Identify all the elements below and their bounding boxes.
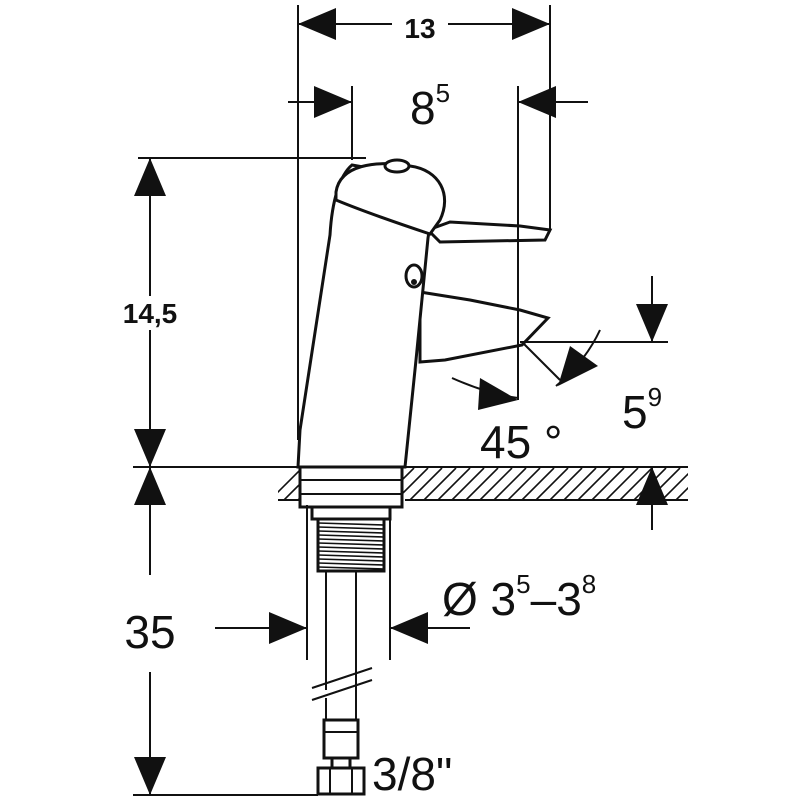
counter-hatch-line	[718, 468, 750, 500]
counter-hatch-line	[493, 468, 527, 500]
mounting-shank	[298, 465, 404, 796]
counter-hatch-line	[423, 468, 457, 500]
thread-line	[317, 530, 385, 534]
counter-hatch-line	[535, 468, 569, 500]
connection-size-label: 3/8"	[372, 748, 452, 800]
counter-hatch-line	[521, 468, 555, 500]
counter-hatch-line	[619, 468, 653, 500]
dimension-spout-offset: 85	[288, 78, 588, 400]
counter-hatch-line	[465, 468, 499, 500]
spout-offset-label: 85	[410, 78, 450, 134]
thread-line	[317, 534, 385, 538]
thread-line	[317, 546, 385, 550]
top-width-label: 13	[404, 13, 435, 44]
counter-hatch-line	[479, 468, 513, 500]
counter-hatch-line	[409, 468, 443, 500]
below-counter-label: 35	[124, 606, 175, 658]
counter-hatch-line	[661, 472, 688, 500]
counter-hatch-line	[437, 468, 471, 500]
thread-line	[317, 562, 385, 566]
faucet-body	[296, 158, 553, 469]
thread-line	[317, 538, 385, 542]
dimension-height: 14,5	[108, 157, 366, 467]
thread-line	[317, 526, 385, 530]
counter-hatch-line	[577, 468, 611, 500]
counter-hatch-line	[675, 486, 688, 500]
angle-label: 45 °	[480, 416, 562, 468]
counter-hatch-line	[690, 468, 722, 500]
counter-hatch-line	[278, 468, 303, 494]
counter-hatch-line	[704, 468, 736, 500]
dimension-top-width: 13	[297, 5, 551, 440]
thread-line	[317, 550, 385, 554]
counter-hatch-line	[549, 468, 583, 500]
counter-hatch-line	[563, 468, 597, 500]
hole-diameter-label: Ø 35–38	[442, 569, 596, 625]
height-label: 14,5	[123, 298, 178, 329]
dimension-outlet-height: 59	[520, 276, 668, 530]
counter-hatch-line	[605, 468, 639, 500]
thread-line	[317, 566, 385, 570]
counter-hatch-line	[591, 468, 625, 500]
dimension-below-counter: 35	[124, 467, 318, 796]
thread-line	[317, 522, 385, 526]
dimension-hole-diameter: Ø 35–38	[215, 505, 596, 660]
thread-line	[317, 542, 385, 546]
dimension-angle: 45 °	[451, 329, 601, 468]
thread-line	[317, 558, 385, 562]
thread-line	[317, 554, 385, 558]
counter-hatch-line	[451, 468, 485, 500]
outlet-height-label: 59	[622, 382, 662, 438]
counter-hatch-line	[507, 468, 541, 500]
